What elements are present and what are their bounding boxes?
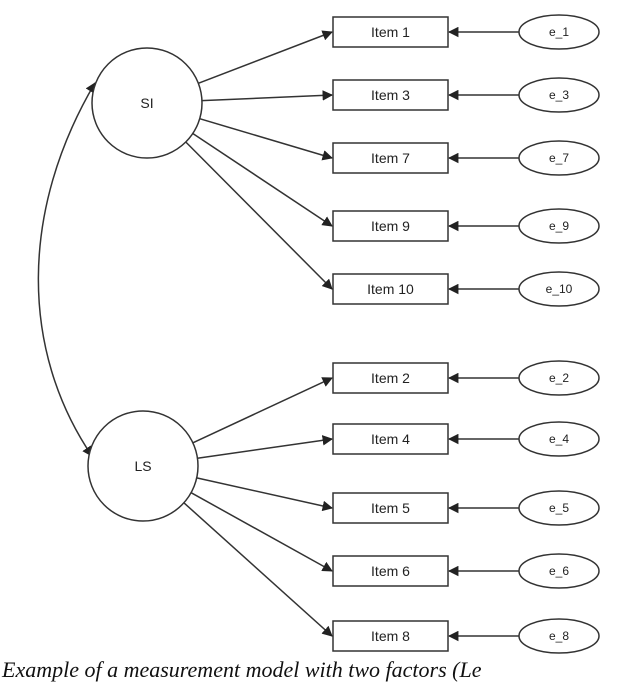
- item-label-item-7: Item 7: [371, 150, 410, 166]
- error-label-e-1: e_1: [549, 25, 569, 39]
- factor-label-ls: LS: [134, 458, 151, 474]
- error-node-e-6: [518, 553, 600, 589]
- item-label-item-9: Item 9: [371, 218, 410, 234]
- error-node-e-8: [518, 618, 600, 654]
- error-label-e-7: e_7: [549, 151, 569, 165]
- error-label-e-6: e_6: [549, 564, 569, 578]
- item-label-item-3: Item 3: [371, 87, 410, 103]
- loading-arrow-ls-item-4: [197, 435, 334, 459]
- factor-node-ls: [87, 410, 199, 522]
- loading-arrow-ls-item-6: [190, 492, 333, 572]
- item-box-item-5: [332, 492, 449, 524]
- item-label-item-4: Item 4: [371, 431, 410, 447]
- item-box-item-10: [332, 273, 449, 305]
- item-box-item-8: [332, 620, 449, 652]
- error-label-e-5: e_5: [549, 501, 569, 515]
- error-node-e-7: [518, 140, 600, 176]
- error-node-e-1: [518, 14, 600, 50]
- loading-arrow-si-item-1: [198, 30, 333, 85]
- correlation-arrow-si-ls: [37, 82, 96, 457]
- error-label-e-2: e_2: [549, 371, 569, 385]
- item-box-item-1: [332, 16, 449, 48]
- item-label-item-5: Item 5: [371, 500, 410, 516]
- error-node-e-5: [518, 490, 600, 526]
- item-box-item-6: [332, 555, 449, 587]
- loading-arrow-si-item-7: [199, 117, 334, 161]
- error-node-e-2: [518, 360, 600, 396]
- error-node-e-4: [518, 421, 600, 457]
- error-label-e-10: e_10: [546, 282, 573, 296]
- error-label-e-3: e_3: [549, 88, 569, 102]
- error-label-e-4: e_4: [549, 432, 569, 446]
- figure-caption: Example of a measurement model with two …: [2, 657, 482, 682]
- path-edges: [37, 26, 519, 642]
- error-label-e-9: e_9: [549, 219, 569, 233]
- error-node-e-3: [518, 77, 600, 113]
- item-label-item-6: Item 6: [371, 563, 410, 579]
- loading-arrow-ls-item-8: [183, 502, 333, 637]
- error-node-e-9: [518, 208, 600, 244]
- item-label-item-8: Item 8: [371, 628, 410, 644]
- error-label-e-8: e_8: [549, 629, 569, 643]
- item-label-item-10: Item 10: [367, 281, 414, 297]
- item-box-item-2: [332, 362, 449, 394]
- item-box-item-7: [332, 142, 449, 174]
- factor-node-si: [91, 47, 203, 159]
- error-node-e-10: [518, 271, 600, 307]
- factor-label-si: SI: [140, 95, 153, 111]
- loading-arrow-ls-item-5: [196, 477, 334, 512]
- loading-arrow-si-item-3: [201, 90, 334, 102]
- item-box-item-3: [332, 79, 449, 111]
- item-box-item-4: [332, 423, 449, 455]
- item-box-item-9: [332, 210, 449, 242]
- item-label-item-1: Item 1: [371, 24, 410, 40]
- loading-arrow-si-item-10: [185, 141, 333, 290]
- loading-arrow-si-item-9: [192, 132, 333, 227]
- item-label-item-2: Item 2: [371, 370, 410, 386]
- loading-arrow-ls-item-2: [192, 377, 333, 444]
